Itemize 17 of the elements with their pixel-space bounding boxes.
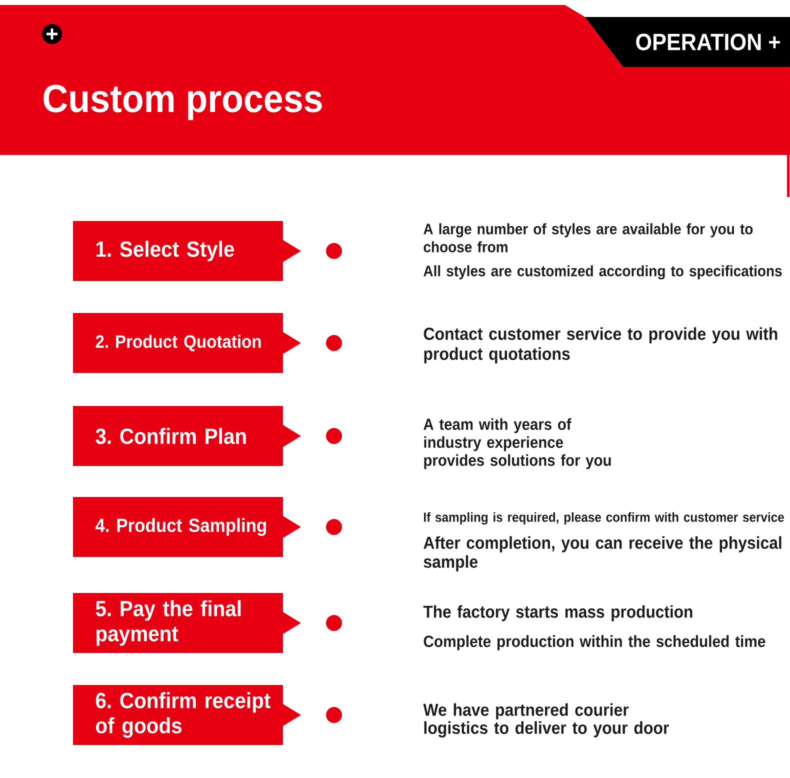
description-text: Contact customer service to provide you with product quotations — [424, 327, 778, 364]
description-text: We have partnered courier logistics to deliver to your door — [423, 703, 669, 738]
step-box: 6. Confirm receipt of goods — [73, 685, 301, 745]
step-box: 1. Select Style — [73, 221, 301, 281]
step-box: 4. Product Sampling — [73, 497, 301, 557]
description-text: All styles are customized according to specifications — [424, 265, 782, 280]
header-tab: OPERATION + — [585, 17, 790, 67]
description-text: After completion, you can receive the physical sample — [424, 536, 782, 572]
step-box: 5. Pay the final payment — [73, 593, 301, 653]
description-text: A large number of styles are available for you to choose from — [424, 223, 753, 252]
description-text: The factory starts mass production — [423, 605, 692, 622]
description-text: Complete production within the scheduled time — [424, 635, 766, 650]
description-text: A team with years of industry experience provides solutions for you — [424, 418, 611, 470]
page-title: Custom process — [44, 84, 322, 120]
description-text: If sampling is required, please confirm with customer service — [424, 512, 784, 525]
step-box: 2. Product Quotation — [73, 313, 301, 373]
step-box: 3. Confirm Plan — [73, 406, 301, 466]
